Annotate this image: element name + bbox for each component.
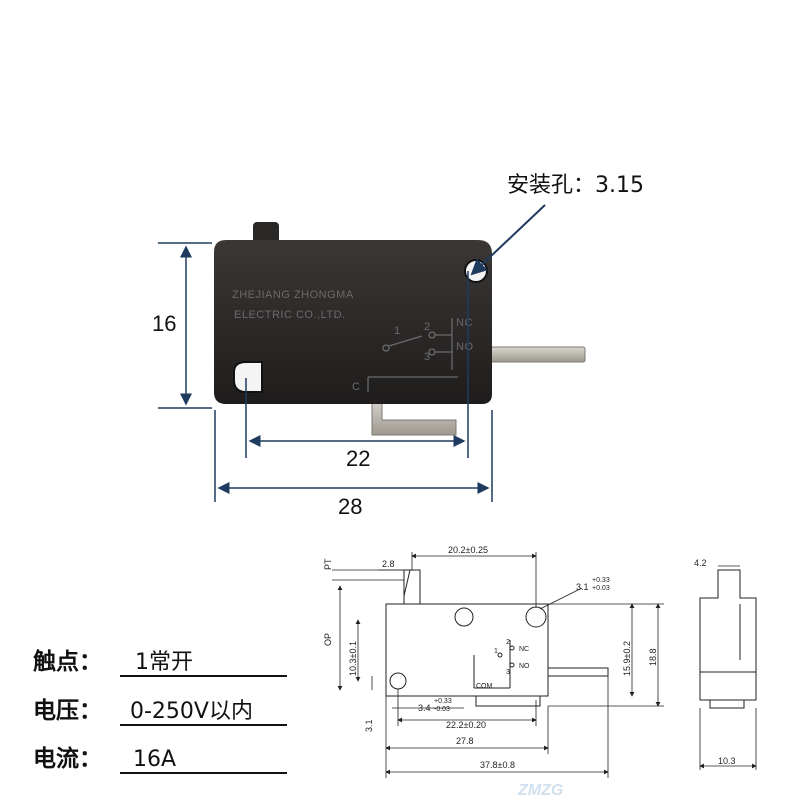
mounting-hole-label: 安装孔：3.15 xyxy=(507,173,644,198)
switch-photo: ZHEJIANG ZHONGMA ELECTRIC CO.,LTD. 1 2 3… xyxy=(214,222,586,436)
voltage-label: 电压： xyxy=(33,698,102,724)
op-label: OP xyxy=(323,633,333,646)
dim-10-3-side: 10.3±0.1 xyxy=(348,641,358,676)
dim-height-label: 16 xyxy=(152,311,176,336)
photo-dimensions xyxy=(158,204,546,502)
dim-3-1-top-tol-plus: +0.33 xyxy=(592,577,610,584)
switch-body xyxy=(214,240,492,404)
drawing-t1: 1 xyxy=(494,648,498,655)
dim-3-1-top-tol-minus: +0.03 xyxy=(592,585,610,592)
side-dim-10-3: 10.3 xyxy=(718,756,736,766)
dim-3-1-left: 3.1 xyxy=(364,719,374,732)
spec-list: 触点： 1常开 电压： 0-250V以内 电流： 16A xyxy=(33,648,287,774)
side-dim-4-2: 4.2 xyxy=(694,558,707,568)
dim-2-8: 2.8 xyxy=(382,559,395,569)
dim-15-9: 15.9±0.2 xyxy=(622,641,632,676)
embossed-terminal-3: 3 xyxy=(424,351,431,363)
embossed-terminal-1: 1 xyxy=(394,325,401,337)
dim-3-4-tol-minus: -0.03 xyxy=(434,706,450,713)
embossed-text-1: ZHEJIANG ZHONGMA xyxy=(232,289,354,301)
dim-3-1-top: 3.1 xyxy=(576,582,589,592)
watermark: ZMZG xyxy=(517,782,563,799)
embossed-c: C xyxy=(352,381,360,393)
technical-drawing-side xyxy=(699,565,757,770)
dim-length-label: 28 xyxy=(338,494,362,519)
drawing-com: COM xyxy=(476,683,493,690)
mounting-hole-left xyxy=(233,361,263,393)
right-terminal xyxy=(489,346,586,363)
current-label: 电流： xyxy=(33,745,102,772)
drawing-t2: 2 xyxy=(506,639,510,646)
embossed-schematic xyxy=(367,318,458,392)
technical-drawing-front xyxy=(332,552,664,778)
drawing-nc: NC xyxy=(519,646,529,653)
dim-27-8: 27.8 xyxy=(456,736,474,746)
dim-spacing-label: 22 xyxy=(346,446,370,471)
contact-value: 1常开 xyxy=(135,650,193,675)
voltage-value: 0-250V以内 xyxy=(130,699,253,724)
drawing-t3: 3 xyxy=(506,669,510,676)
pt-label: PT xyxy=(323,558,333,570)
contact-label: 触点： xyxy=(33,648,102,675)
dim-20-2: 20.2±0.25 xyxy=(448,545,488,555)
embossed-nc: NC xyxy=(456,317,473,329)
dim-3-4: 3.4 xyxy=(418,703,431,713)
dim-22-2: 22.2±0.20 xyxy=(446,720,486,730)
dim-3-4-tol-plus: +0.33 xyxy=(434,698,452,705)
embossed-text-2: ELECTRIC CO.,LTD. xyxy=(234,309,346,321)
embossed-terminal-2: 2 xyxy=(424,321,431,333)
dim-18-8: 18.8 xyxy=(648,648,658,666)
current-value: 16A xyxy=(133,747,176,772)
drawing-no: NO xyxy=(519,663,530,670)
dim-37-8: 37.8±0.8 xyxy=(480,760,515,770)
embossed-no: NO xyxy=(456,341,474,353)
